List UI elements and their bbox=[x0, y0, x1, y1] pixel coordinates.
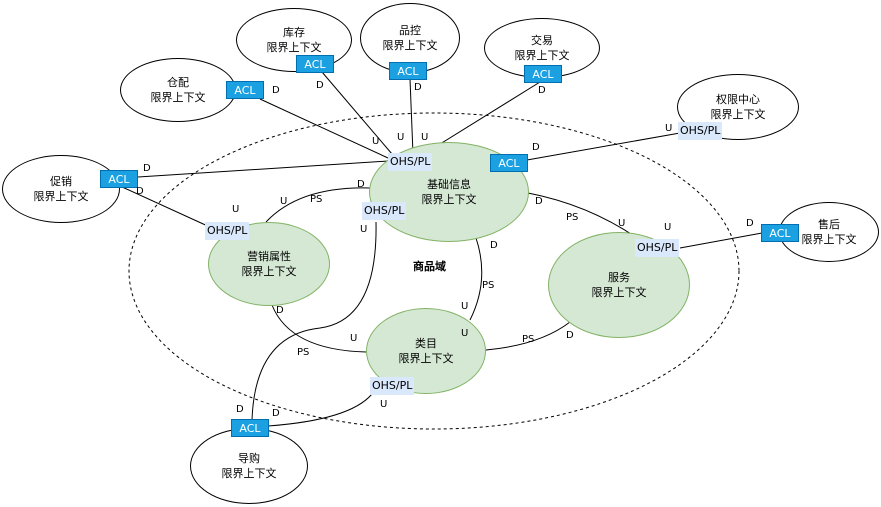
mark-u: U bbox=[232, 204, 240, 215]
context-sub: 限界上下文 bbox=[221, 467, 277, 480]
acl-badge-kucun: ACL bbox=[296, 55, 334, 73]
context-sub: 限界上下文 bbox=[241, 265, 297, 278]
mark-ps: PS bbox=[522, 334, 535, 345]
mark-ps: PS bbox=[297, 347, 310, 358]
context-name: 品控 bbox=[399, 24, 421, 37]
link-jichu-yingxiao bbox=[265, 187, 371, 223]
acl-badge-jiaoyi: ACL bbox=[524, 65, 562, 83]
mark-d: D bbox=[272, 85, 280, 96]
context-name: 交易 bbox=[531, 34, 553, 47]
link-leimu-daogou bbox=[267, 393, 373, 427]
context-pinkong[interactable]: 品控 限界上下文 bbox=[360, 3, 460, 73]
link-pinkong bbox=[409, 78, 414, 155]
link-shouhou bbox=[679, 232, 763, 249]
context-cuxiao[interactable]: 促销 限界上下文 bbox=[2, 155, 120, 223]
context-sub: 限界上下文 bbox=[591, 286, 647, 299]
mark-u: U bbox=[665, 123, 673, 134]
mark-u: U bbox=[372, 136, 380, 147]
mark-d: D bbox=[532, 142, 540, 153]
mark-d: D bbox=[746, 218, 754, 229]
domain-boundary bbox=[128, 112, 740, 430]
mark-d: D bbox=[414, 82, 422, 93]
mark-u: U bbox=[397, 132, 405, 143]
context-jiaoyi[interactable]: 交易 限界上下文 bbox=[484, 18, 600, 78]
ohs-badge-fuwu: OHS/PL bbox=[635, 239, 680, 257]
context-name: 权限中心 bbox=[716, 93, 760, 106]
context-sub: 限界上下文 bbox=[398, 352, 454, 365]
mark-d: D bbox=[236, 404, 244, 415]
mark-d: D bbox=[143, 163, 151, 174]
mark-d: D bbox=[276, 305, 284, 316]
ohs-badge-yingxiao: OHS/PL bbox=[205, 222, 250, 240]
context-name: 营销属性 bbox=[247, 250, 291, 263]
acl-badge-cangpei: ACL bbox=[226, 81, 264, 99]
mark-ps: PS bbox=[310, 194, 323, 205]
context-name: 仓配 bbox=[167, 76, 189, 89]
context-sub: 限界上下文 bbox=[33, 190, 89, 203]
mark-u: U bbox=[280, 196, 288, 207]
context-name: 库存 bbox=[283, 26, 305, 39]
context-name: 售后 bbox=[818, 218, 840, 231]
mark-u: U bbox=[380, 399, 388, 410]
mark-d: D bbox=[357, 179, 365, 190]
context-sub: 限界上下文 bbox=[382, 39, 438, 52]
context-kucun[interactable]: 库存 限界上下文 bbox=[236, 8, 352, 72]
acl-badge-shouhou: ACL bbox=[761, 224, 799, 242]
mark-d: D bbox=[535, 196, 543, 207]
context-name: 类目 bbox=[415, 337, 437, 350]
domain-label: 商品域 bbox=[413, 260, 446, 273]
link-cangpei bbox=[259, 98, 389, 159]
ohs-badge-quanxian: OHS/PL bbox=[678, 122, 723, 140]
acl-badge-pinkong: ACL bbox=[389, 62, 427, 80]
link-kucun bbox=[321, 71, 393, 155]
context-name: 基础信息 bbox=[427, 178, 471, 191]
link-leimu-fuwu bbox=[485, 321, 571, 351]
mark-ps: PS bbox=[482, 280, 495, 291]
link-jichu-daogou bbox=[251, 221, 377, 421]
acl-badge-cuxiao: ACL bbox=[100, 170, 138, 188]
mark-ps: PS bbox=[566, 212, 579, 223]
link-cuxiao-yingxiao bbox=[119, 185, 213, 229]
context-sub: 限界上下文 bbox=[266, 41, 322, 54]
mark-u: U bbox=[461, 301, 469, 312]
mark-u: U bbox=[618, 218, 626, 229]
mark-d: D bbox=[538, 85, 546, 96]
mark-u: U bbox=[664, 222, 672, 233]
link-cuxiao-jichu bbox=[137, 160, 389, 178]
acl-badge-jichu: ACL bbox=[490, 154, 528, 172]
context-sub: 限界上下文 bbox=[514, 49, 570, 62]
acl-badge-daogou: ACL bbox=[231, 419, 269, 437]
context-sub: 限界上下文 bbox=[421, 193, 477, 206]
context-name: 促销 bbox=[50, 175, 72, 188]
mark-u: U bbox=[421, 132, 429, 143]
ohs-badge-jichu-inner: OHS/PL bbox=[362, 202, 407, 220]
context-sub: 限界上下文 bbox=[801, 233, 857, 246]
context-sub: 限界上下文 bbox=[150, 91, 206, 104]
link-jichu-leimu bbox=[469, 237, 483, 321]
context-cangpei[interactable]: 仓配 限界上下文 bbox=[120, 58, 236, 122]
mark-u: U bbox=[350, 333, 358, 344]
mark-u: U bbox=[360, 224, 368, 235]
mark-d: D bbox=[490, 240, 498, 251]
mark-u: U bbox=[461, 328, 469, 339]
context-name: 导购 bbox=[238, 452, 260, 465]
context-sub: 限界上下文 bbox=[710, 108, 766, 121]
context-name: 服务 bbox=[608, 271, 630, 284]
mark-d: D bbox=[566, 330, 574, 341]
mark-d: D bbox=[316, 80, 324, 91]
mark-d: D bbox=[136, 186, 144, 197]
ohs-badge-leimu: OHS/PL bbox=[370, 377, 415, 395]
link-yingxiao-leimu bbox=[271, 304, 367, 353]
link-quanxian bbox=[526, 132, 681, 161]
mark-d: D bbox=[272, 408, 280, 419]
context-daogou[interactable]: 导购 限界上下文 bbox=[190, 428, 308, 504]
ohs-badge-jichu-top: OHS/PL bbox=[388, 153, 433, 171]
